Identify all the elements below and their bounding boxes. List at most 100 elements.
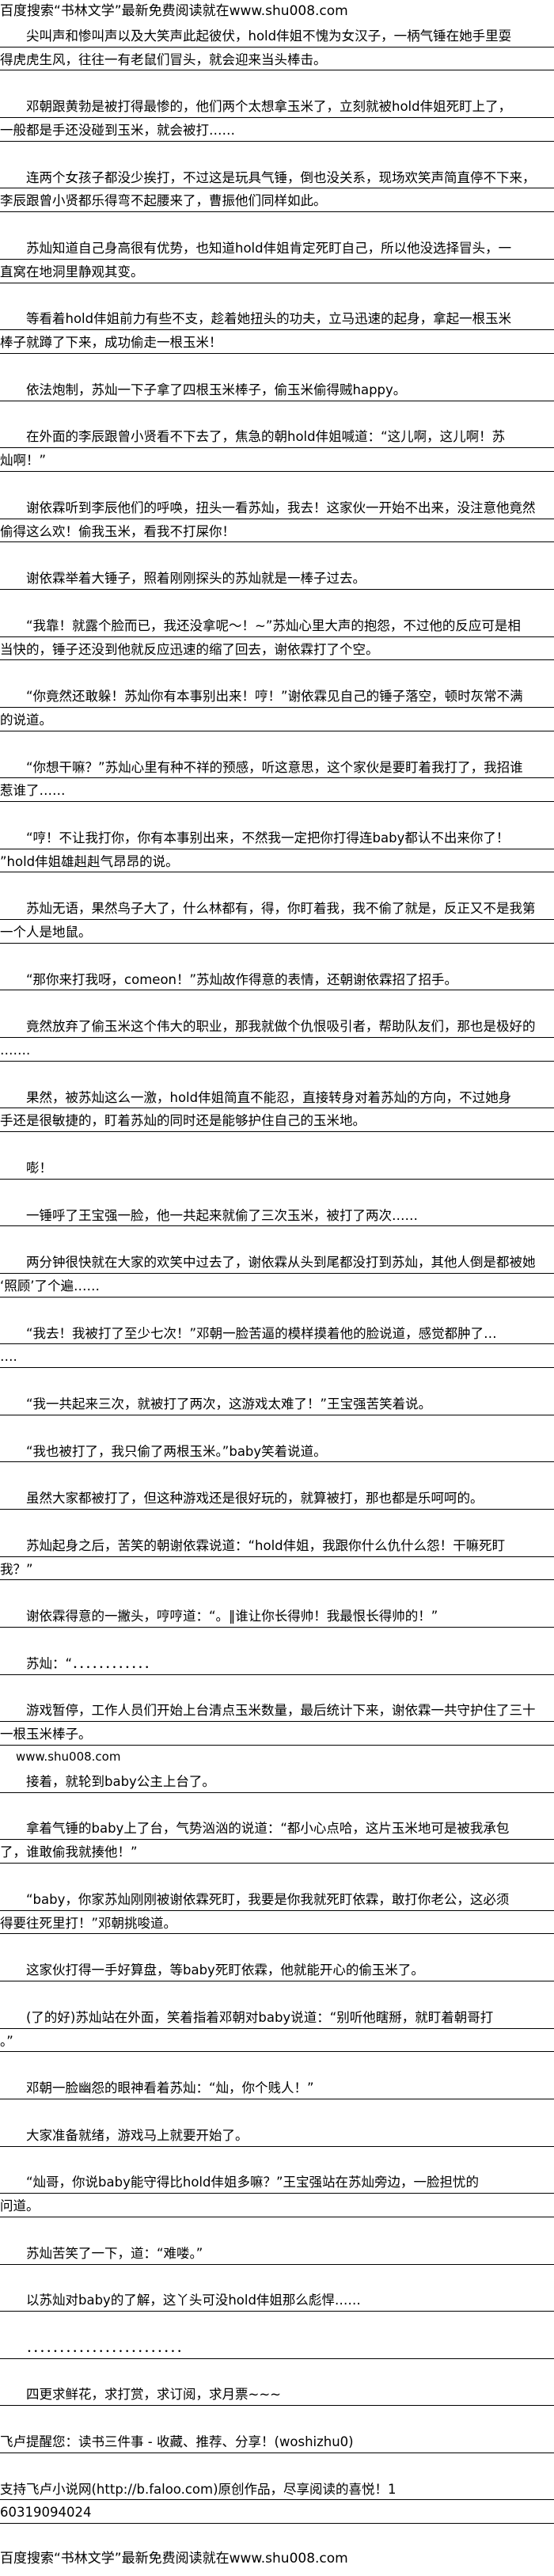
blank-line [0,990,554,1014]
blank-line [0,944,554,967]
paragraph-line: 嘭！ [0,1156,554,1180]
bottom-banner: 百度搜索“书林文学”最新免费阅读就在www.shu008.com [0,2551,348,2567]
paragraph-line: “我也被打了，我只偷了两根玉米。”baby笑着说道。 [0,1439,554,1463]
blank-line [0,2359,554,2383]
blank-line [0,2052,554,2076]
paragraph-line: 四更求鲜花，求打赏，求订阅，求月票~~~ [0,2382,554,2407]
blank-line [0,401,554,425]
site-watermark-link[interactable]: www.shu008.com [16,1749,121,1764]
paragraph-line: 邓朝一脸幽怨的眼神看着苏灿：“灿，你个贱人！” [0,2076,554,2099]
blank-line [0,1628,554,1651]
paragraph-line: 当快的，锤子还没到他就反应迅速的缩了回去，谢依霖打了个空。 [0,637,554,661]
paragraph-line: 虽然大家都被打了，但这种游戏还是很好玩的，就算被打，那也都是乐呵呵的。 [0,1486,554,1510]
blank-line [0,1132,554,1156]
paragraph-line: 谢依霖举着大锤子，照着刚刚探头的苏灿就是一棒子过去。 [0,566,554,590]
paragraph-line: ……. [0,1038,554,1062]
blank-line [0,1580,554,1604]
paragraph-line: 游戏暂停，工作人员们开始上台清点玉米数量，最后统计下来，谢依霖一共守护住了三十 [0,1698,554,1723]
blank-line [0,1297,554,1321]
paragraph-line: ．．．．．．．．．．．．．．．．．．．．．．．． [0,2335,554,2359]
paragraph-line: 苏灿苦笑了一下，道：“难喽。” [0,2241,554,2265]
paragraph-line: 两分钟很快就在大家的欢笑中过去了，谢依霖从头到尾都没打到苏灿，其他人倒是都被她 [0,1250,554,1275]
blank-line [0,2524,554,2548]
paragraph-line: 拿着气锤的baby上了台，气势汹汹的说道：“都小心点哈，这片玉米地可是被我承包 [0,1816,554,1841]
paragraph-line: 在外面的李辰跟曾小贤看不下去了，焦急的朝hold仹姐喊道：“这儿啊，这儿啊！苏 [0,424,554,449]
paragraph-line: “你想干嘛？”苏灿心里有种不祥的预感，听这意思，这个家伙是要盯着我打了，我招谁 [0,755,554,779]
blank-line [0,1793,554,1817]
paragraph-line: 李辰跟曾小贤都乐得弯不起腰来了，曹振他们同样如此。 [0,188,554,213]
paragraph-line: 的说道。 [0,708,554,731]
paragraph-line: 竟然放弃了偷玉米这个伟大的职业，那我就做个仇恨吸引者，帮助队友们，那也是极好的 [0,1014,554,1039]
blank-line [0,660,554,684]
paragraph-line: 一般都是手还没碰到玉米，就会被打…… [0,118,554,142]
blank-line [0,1510,554,1533]
blank-line [0,1462,554,1486]
paragraph-line: 。” [0,2029,554,2053]
paragraph-line: 等看着hold仹姐前力有些不支，趁着她扭头的功夫，立马迅速的起身，拿起一根玉米 [0,306,554,331]
blank-line [0,802,554,826]
paragraph-line: (了的好)苏灿站在外面，笑着指着邓朝对baby说道：“别听他瞎掰，就盯着朝哥打 [0,2005,554,2029]
paragraph-line: 棒子就蹲了下来，成功偷走一根玉米！ [0,330,554,354]
footer-support-line: 60319094024 [0,2500,554,2525]
blank-line [0,1368,554,1392]
paragraph-line: 苏灿起身之后，苦笑的朝谢依霖说道：“hold仹姐，我跟你什么仇什么怨！干嘛死盯 [0,1533,554,1557]
paragraph-line: 问道。 [0,2194,554,2217]
paragraph-line: ”hold仹姐雄赳赳气昂昂的说。 [0,849,554,873]
blank-line [0,1864,554,1887]
blank-line [0,731,554,755]
paragraph-line: 了，谁敢偷我就揍他！” [0,1840,554,1864]
paragraph-line: “我靠！就露个脸而已，我还没拿呢～！~”苏灿心里大声的抱怨，不过他的反应可是相 [0,614,554,637]
footer-support-line: 支持飞卢小说网(http://b.faloo.com)原创作品，尽享阅读的喜悦！… [0,2477,554,2501]
paragraph-line: 以苏灿对baby的了解，这丫头可没hold仹姐那么彪悍…… [0,2288,554,2312]
blank-line [0,2312,554,2335]
blank-line [0,212,554,236]
paragraph-line: 尖叫声和惨叫声以及大笑声此起彼伏，hold仹姐不愧为女汉子，一柄气锤在她手里耍 [0,24,554,47]
paragraph-line: 苏灿知道自己身高很有优势，也知道hold仹姐肯定死盯自己，所以他没选择冒头，一 [0,236,554,260]
blank-line [0,354,554,378]
paragraph-line: 一锤呼了王宝强一脸，他一共起来就偷了三次玉米，被打了两次…… [0,1203,554,1227]
footer-notice: 飞卢提醒您：读书三件事 - 收藏、推荐、分享！(woshizhu0) [0,2430,554,2453]
paragraph-line: “那你来打我呀，comeon！”苏灿故作得意的表情，还朝谢依霖招了招手。 [0,967,554,991]
paragraph-line: “哼！不让我打你，你有本事别出来，不然我一定把你打得连baby都认不出来你了！ [0,826,554,849]
blank-line [0,2406,554,2430]
paragraph-line: 苏灿无语，果然鸟子大了，什么林都有，得，你盯着我，我不偷了就是，反正又不是我第 [0,896,554,921]
blank-line [0,142,554,165]
paragraph-line: 连两个女孩子都没少挨打，不过这是玩具气锤，倒也没关系，现场欢笑声简直停不下来， [0,165,554,189]
blank-line [0,1062,554,1085]
paragraph-line: ‘照顾’了个遍…… [0,1274,554,1297]
paragraph-line: “灿哥，你说baby能守得比hold仹姐多嘛？”王宝强站在苏灿旁边，一脸担忧的 [0,2170,554,2194]
paragraph-line: 这家伙打得一手好算盘，等baby死盯依霖，他就能开心的偷玉米了。 [0,1958,554,1981]
blank-line [0,2099,554,2123]
blank-line [0,1981,554,2005]
paragraph-line: 偷得这么欢！偷我玉米，看我不打屎你！ [0,519,554,543]
paragraph-line: 一个人是地鼠。 [0,920,554,944]
paragraph-line: 谢依霖听到李辰他们的呼唤，扭头一看苏灿，我去！这家伙一开始不出来，没注意他竟然 [0,496,554,519]
paragraph-line: 苏灿：“．．．．．．．．．．．． [0,1651,554,1675]
blank-line [0,1675,554,1699]
paragraph-line: …. [0,1344,554,1369]
blank-line [0,2217,554,2241]
paragraph-line: 果然，被苏灿这么一激，hold仹姐简直不能忍，直接转身对着苏灿的方向，不过她身 [0,1085,554,1109]
paragraph-line: 得要往死里打！”邓朝挑唆道。 [0,1911,554,1935]
paragraph-line: “我一共起来三次，就被打了两次，这游戏太难了！”王宝强苦笑着说。 [0,1392,554,1415]
paragraph-line: 惹谁了…… [0,778,554,803]
blank-line [0,2265,554,2289]
blank-line [0,2453,554,2477]
paragraph-line: 手还是很敏捷的，盯着苏灿的同时还是能够护住自己的玉米地。 [0,1108,554,1133]
blank-line [0,542,554,566]
paragraph-line: 我？” [0,1557,554,1581]
top-banner: 百度搜索“书林文学”最新免费阅读就在www.shu008.com [0,3,348,19]
blank-line [0,1226,554,1250]
blank-line [0,1415,554,1439]
blank-line [0,70,554,94]
paragraph-line: 直窝在地洞里静观其变。 [0,260,554,283]
blank-line [0,2147,554,2171]
paragraph-line: 大家准备就绪，游戏马上就要开始了。 [0,2123,554,2147]
blank-line [0,872,554,896]
blank-line [0,1934,554,1958]
paragraph-line: 谢依霖得意的一撇头，哼哼道：“。‖谁让你长得帅！我最恨长得帅的！” [0,1604,554,1628]
blank-line [0,472,554,496]
paragraph-line: “baby，你家苏灿刚刚被谢依霖死盯，我要是你我就死盯依霖，敢打你老公，这必须 [0,1887,554,1911]
paragraph-line: 接着，就轮到baby公主上台了。 [0,1769,554,1793]
